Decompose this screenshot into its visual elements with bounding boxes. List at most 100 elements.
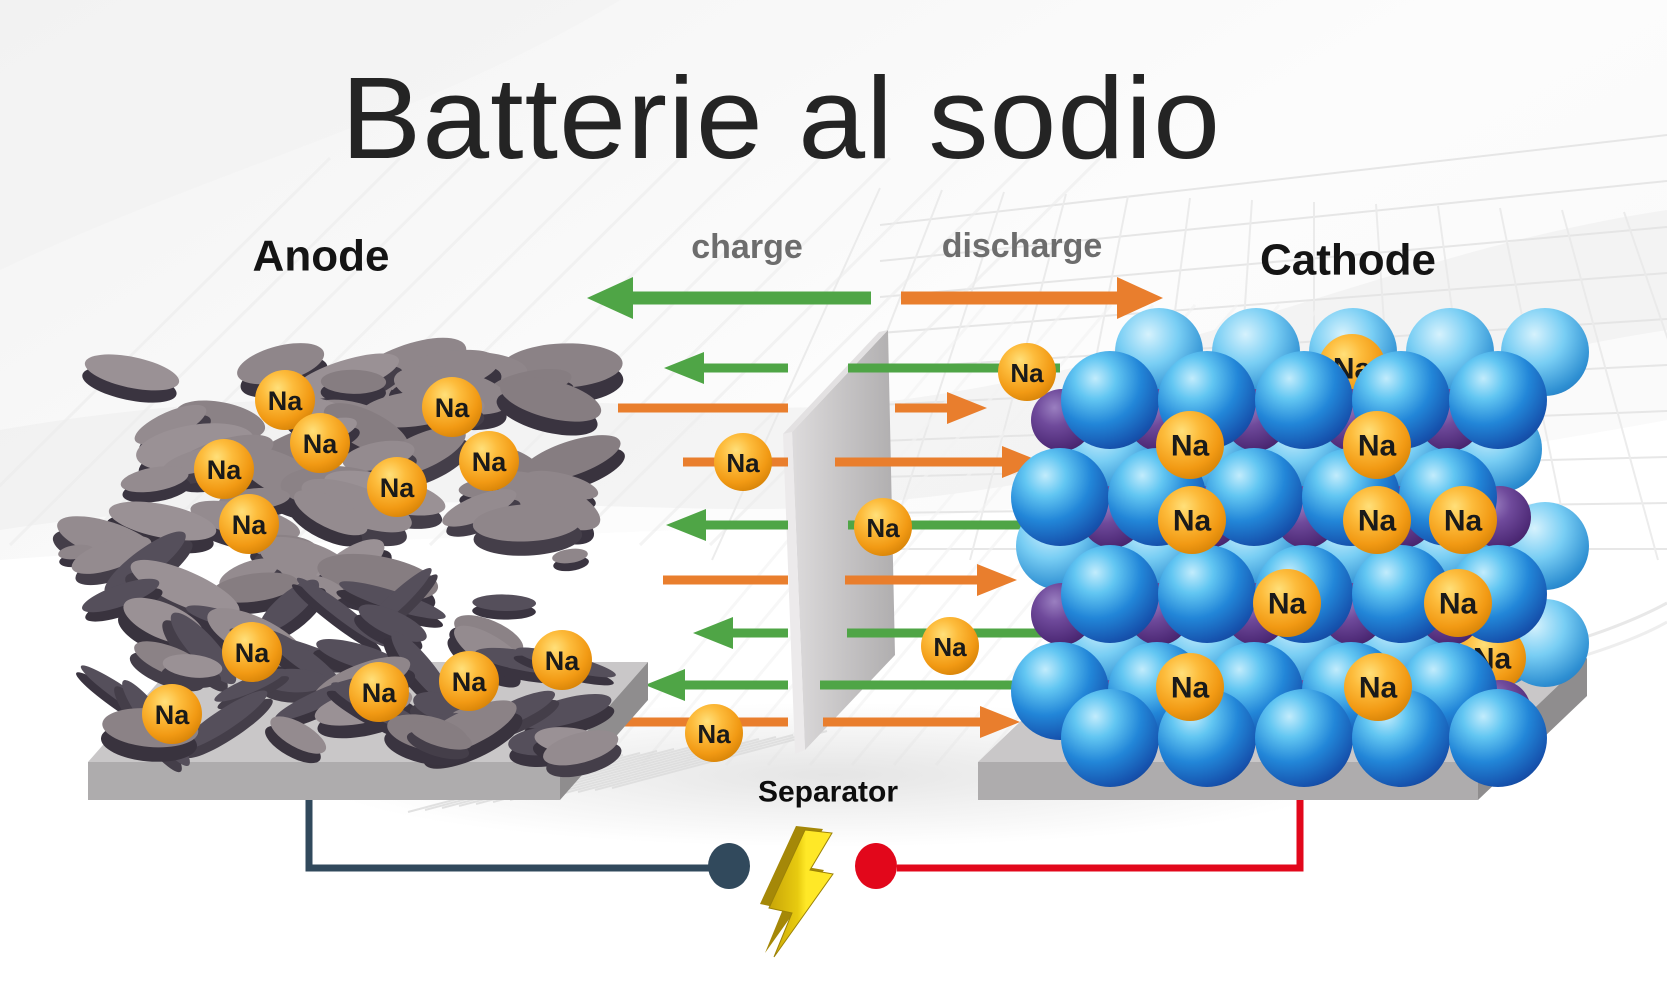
na-ion: Na [219,494,279,554]
na-ion: Na [921,617,979,675]
positive-terminal [855,843,897,889]
na-ion: Na [255,370,315,430]
na-ion: Na [1344,653,1412,721]
arrow-head-left [666,509,706,541]
stripe-line [568,156,962,547]
mesh-line [883,191,1005,561]
anode-flake [543,730,622,778]
cathode-front-sphere [1061,689,1159,787]
na-sphere [1158,486,1226,554]
lightning-bolt-icon [768,829,834,958]
na-ion-label: Na [1173,505,1212,538]
anode-flake [472,504,583,556]
na-sphere [439,651,499,711]
cathode-front-sphere [1255,689,1353,787]
anode-flake [552,548,589,572]
na-sphere [459,431,519,491]
na-sphere [854,498,912,556]
flake-top [472,594,537,612]
flake-top [82,578,160,613]
separator-face [792,330,895,750]
charge-arrow [587,277,871,319]
flake-top [211,572,298,603]
na-ion: Na [367,457,427,517]
flake-top [162,654,223,678]
arrow-head-left [645,669,685,701]
mesh-line [1561,209,1659,561]
na-sphere [255,370,315,430]
anode-flake [120,466,191,503]
flake-top [500,376,602,422]
flake-top [472,504,582,542]
discharge-arrow [901,277,1163,319]
na-sphere [685,704,743,762]
anode-flake [496,376,602,436]
mesh-line [879,226,1667,298]
anode-flake [472,594,537,620]
cathode-front-sphere [1061,351,1159,449]
flake-top [519,435,621,483]
na-ion-label: Na [235,638,270,668]
na-sphere [998,343,1056,401]
na-ion: Na [422,377,482,437]
na-sphere [1344,653,1412,721]
separator-top-edge [783,330,888,434]
charge-discharge-arrows [587,277,1163,319]
label-discharge: discharge [942,227,1103,265]
na-ion: Na [194,439,254,499]
flake-top [84,354,180,391]
na-ion: Na [222,622,282,682]
separator-plate [783,330,895,754]
na-ion: Na [685,704,743,762]
na-sphere [222,622,282,682]
anode-flake [161,654,223,689]
flake-top [391,631,453,705]
na-ion: Na [349,662,409,722]
external-circuit [305,800,1304,958]
separator-left-edge [783,432,805,754]
na-sphere [290,413,350,473]
label-separator: Separator [758,776,898,809]
na-sphere [349,662,409,722]
arrow-head-left [693,617,733,649]
flake-top [120,466,189,493]
na-ion-label: Na [435,393,470,423]
na-sphere [1253,569,1321,637]
flake-top [134,404,207,445]
flake-top [442,489,517,527]
na-ion-label: Na [452,667,487,697]
na-ion-label: Na [1010,358,1044,388]
negative-terminal [708,843,750,889]
platform-front [88,762,560,800]
ion-arrow-discharge [663,564,1017,596]
na-ion-label: Na [1358,430,1397,463]
na-sphere [1156,411,1224,479]
na-ion: Na [1156,653,1224,721]
na-sphere [1429,486,1497,554]
label-anode: Anode [253,232,390,281]
na-ion: Na [1424,569,1492,637]
background-corner-sweep [0,0,620,270]
na-sphere [714,433,772,491]
na-ion: Na [714,433,772,491]
na-ion-label: Na [1358,505,1397,538]
stripe-line [638,156,1032,547]
flake-top [301,478,412,533]
na-sphere [532,630,592,690]
ion-arrow-charge [645,669,1027,701]
na-ion-label: Na [472,447,507,477]
na-ion-label: Na [545,646,580,676]
na-ion-label: Na [933,632,967,662]
na-ion-label: Na [232,510,267,540]
flake-top [130,559,240,618]
mesh-line [711,187,881,561]
cathode-front-sphere [1011,448,1109,546]
na-ion-label: Na [1171,430,1210,463]
arrow-head-right [1117,277,1163,319]
arrow-head-left [664,352,704,384]
cathode-front-sphere [1449,351,1547,449]
anode-flake [288,490,368,547]
stripe-line [8,156,402,547]
